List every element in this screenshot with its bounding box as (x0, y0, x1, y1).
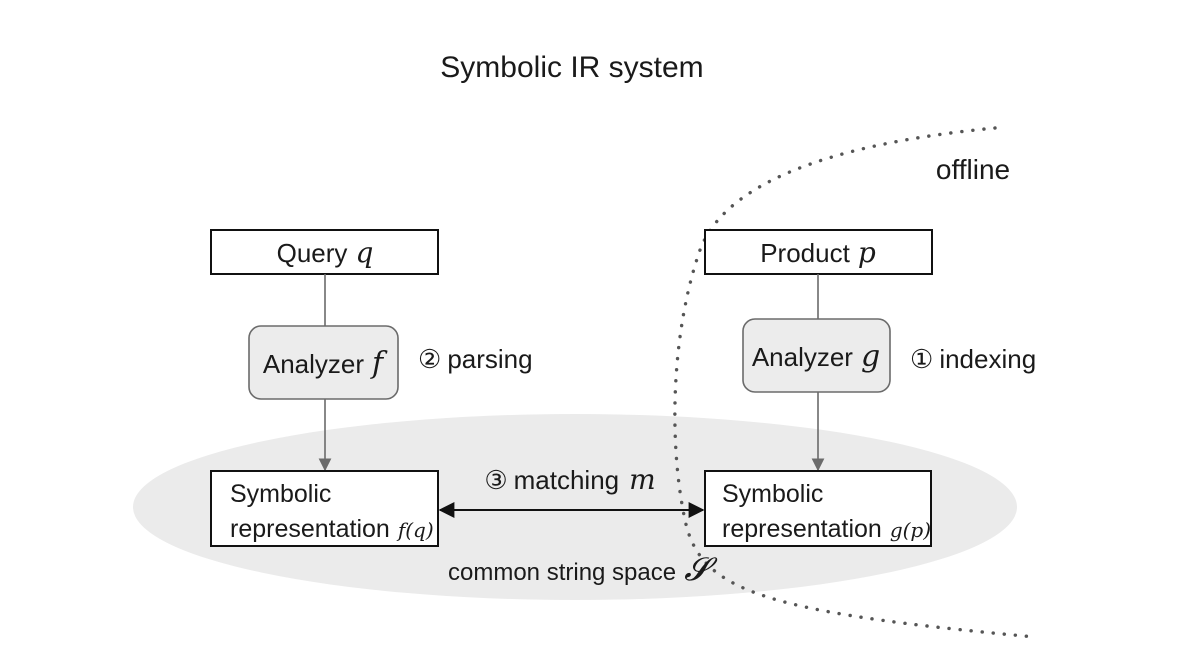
offline-boundary (673, 126, 1037, 639)
product-representation-line1: Symbolic (722, 480, 823, 508)
diagram-title: Symbolic IR system (440, 51, 703, 84)
product-representation-box (704, 470, 932, 547)
query-representation-box (210, 470, 439, 547)
analyzer-f-box (248, 325, 399, 400)
query-box (210, 229, 439, 275)
query-representation-line1: Symbolic (230, 480, 331, 508)
product-box (704, 229, 933, 275)
offline-label: offline (936, 154, 1010, 185)
analyzer-g-box (742, 318, 891, 393)
